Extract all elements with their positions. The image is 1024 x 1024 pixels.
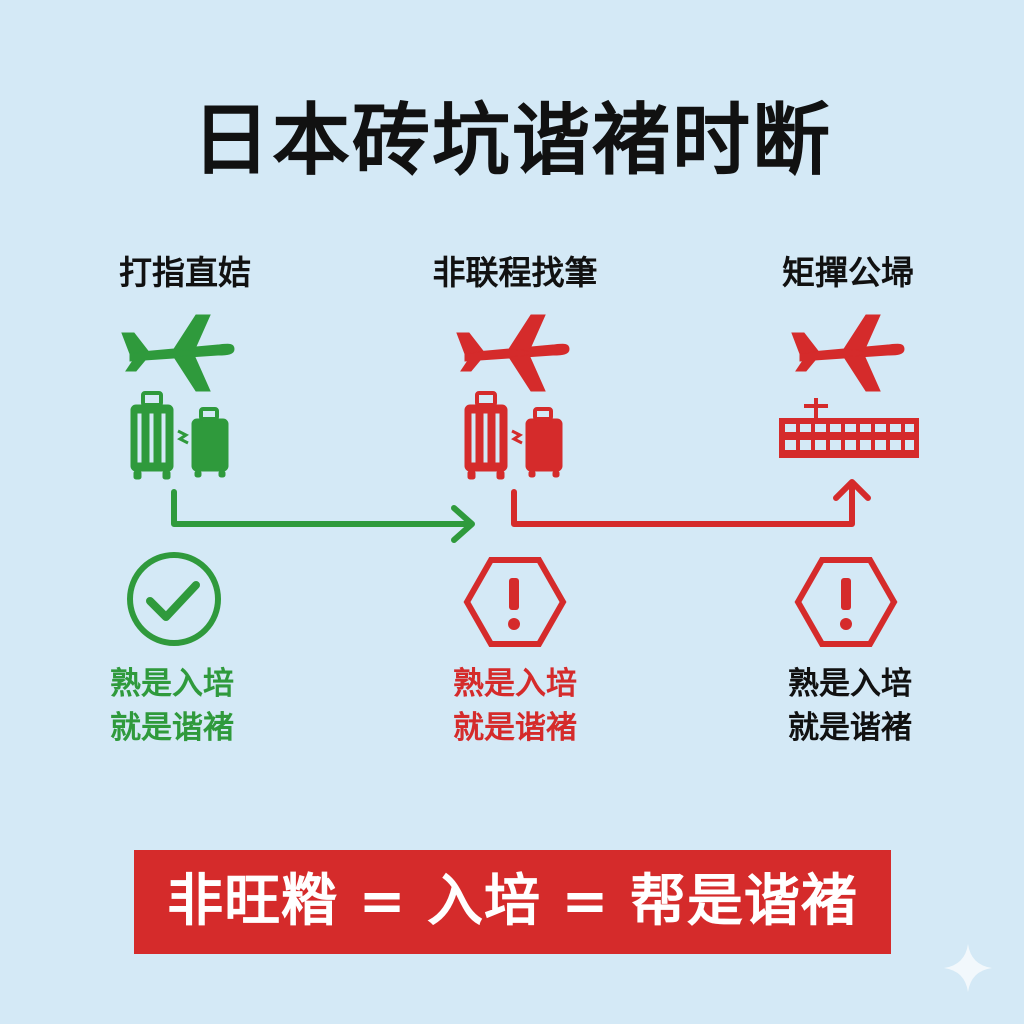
status-line: 熟是入培 [788, 666, 912, 702]
status-text-direct: 熟是入培 就是谐褚 [52, 662, 292, 750]
column-label-direct: 打指直姞 [119, 253, 251, 292]
status-text-non-through: 熟是入培 就是谐褚 [395, 662, 635, 750]
warning-hexagon-icon [463, 557, 567, 647]
status-line: 就是谐褚 [788, 710, 912, 746]
arrow-to-transfer [171, 489, 475, 543]
arrow-to-terminal [511, 479, 871, 527]
status-line: 熟是入培 [453, 666, 577, 702]
airplane-icon [456, 314, 570, 392]
terminal-building-icon [779, 398, 919, 458]
sparkle-icon [944, 944, 992, 992]
airplane-icon [121, 314, 235, 392]
check-circle-icon [127, 552, 221, 646]
airplane-icon [791, 314, 905, 392]
column-label-public: 矩撣公埽 [782, 253, 914, 292]
status-text-public: 熟是入培 就是谐褚 [730, 662, 970, 750]
page-title: 日本砖坑谐褚时断 [191, 96, 832, 186]
warning-hexagon-icon [794, 557, 898, 647]
summary-banner: 非旺糌 = 入培 = 帮是谐褚 [134, 850, 891, 954]
luggage-icon [129, 391, 230, 481]
status-line: 就是谐褚 [110, 710, 234, 746]
column-label-non-through: 非联程找筆 [432, 253, 598, 292]
status-line: 熟是入培 [110, 666, 234, 702]
status-line: 就是谐褚 [453, 710, 577, 746]
luggage-icon [463, 391, 564, 481]
